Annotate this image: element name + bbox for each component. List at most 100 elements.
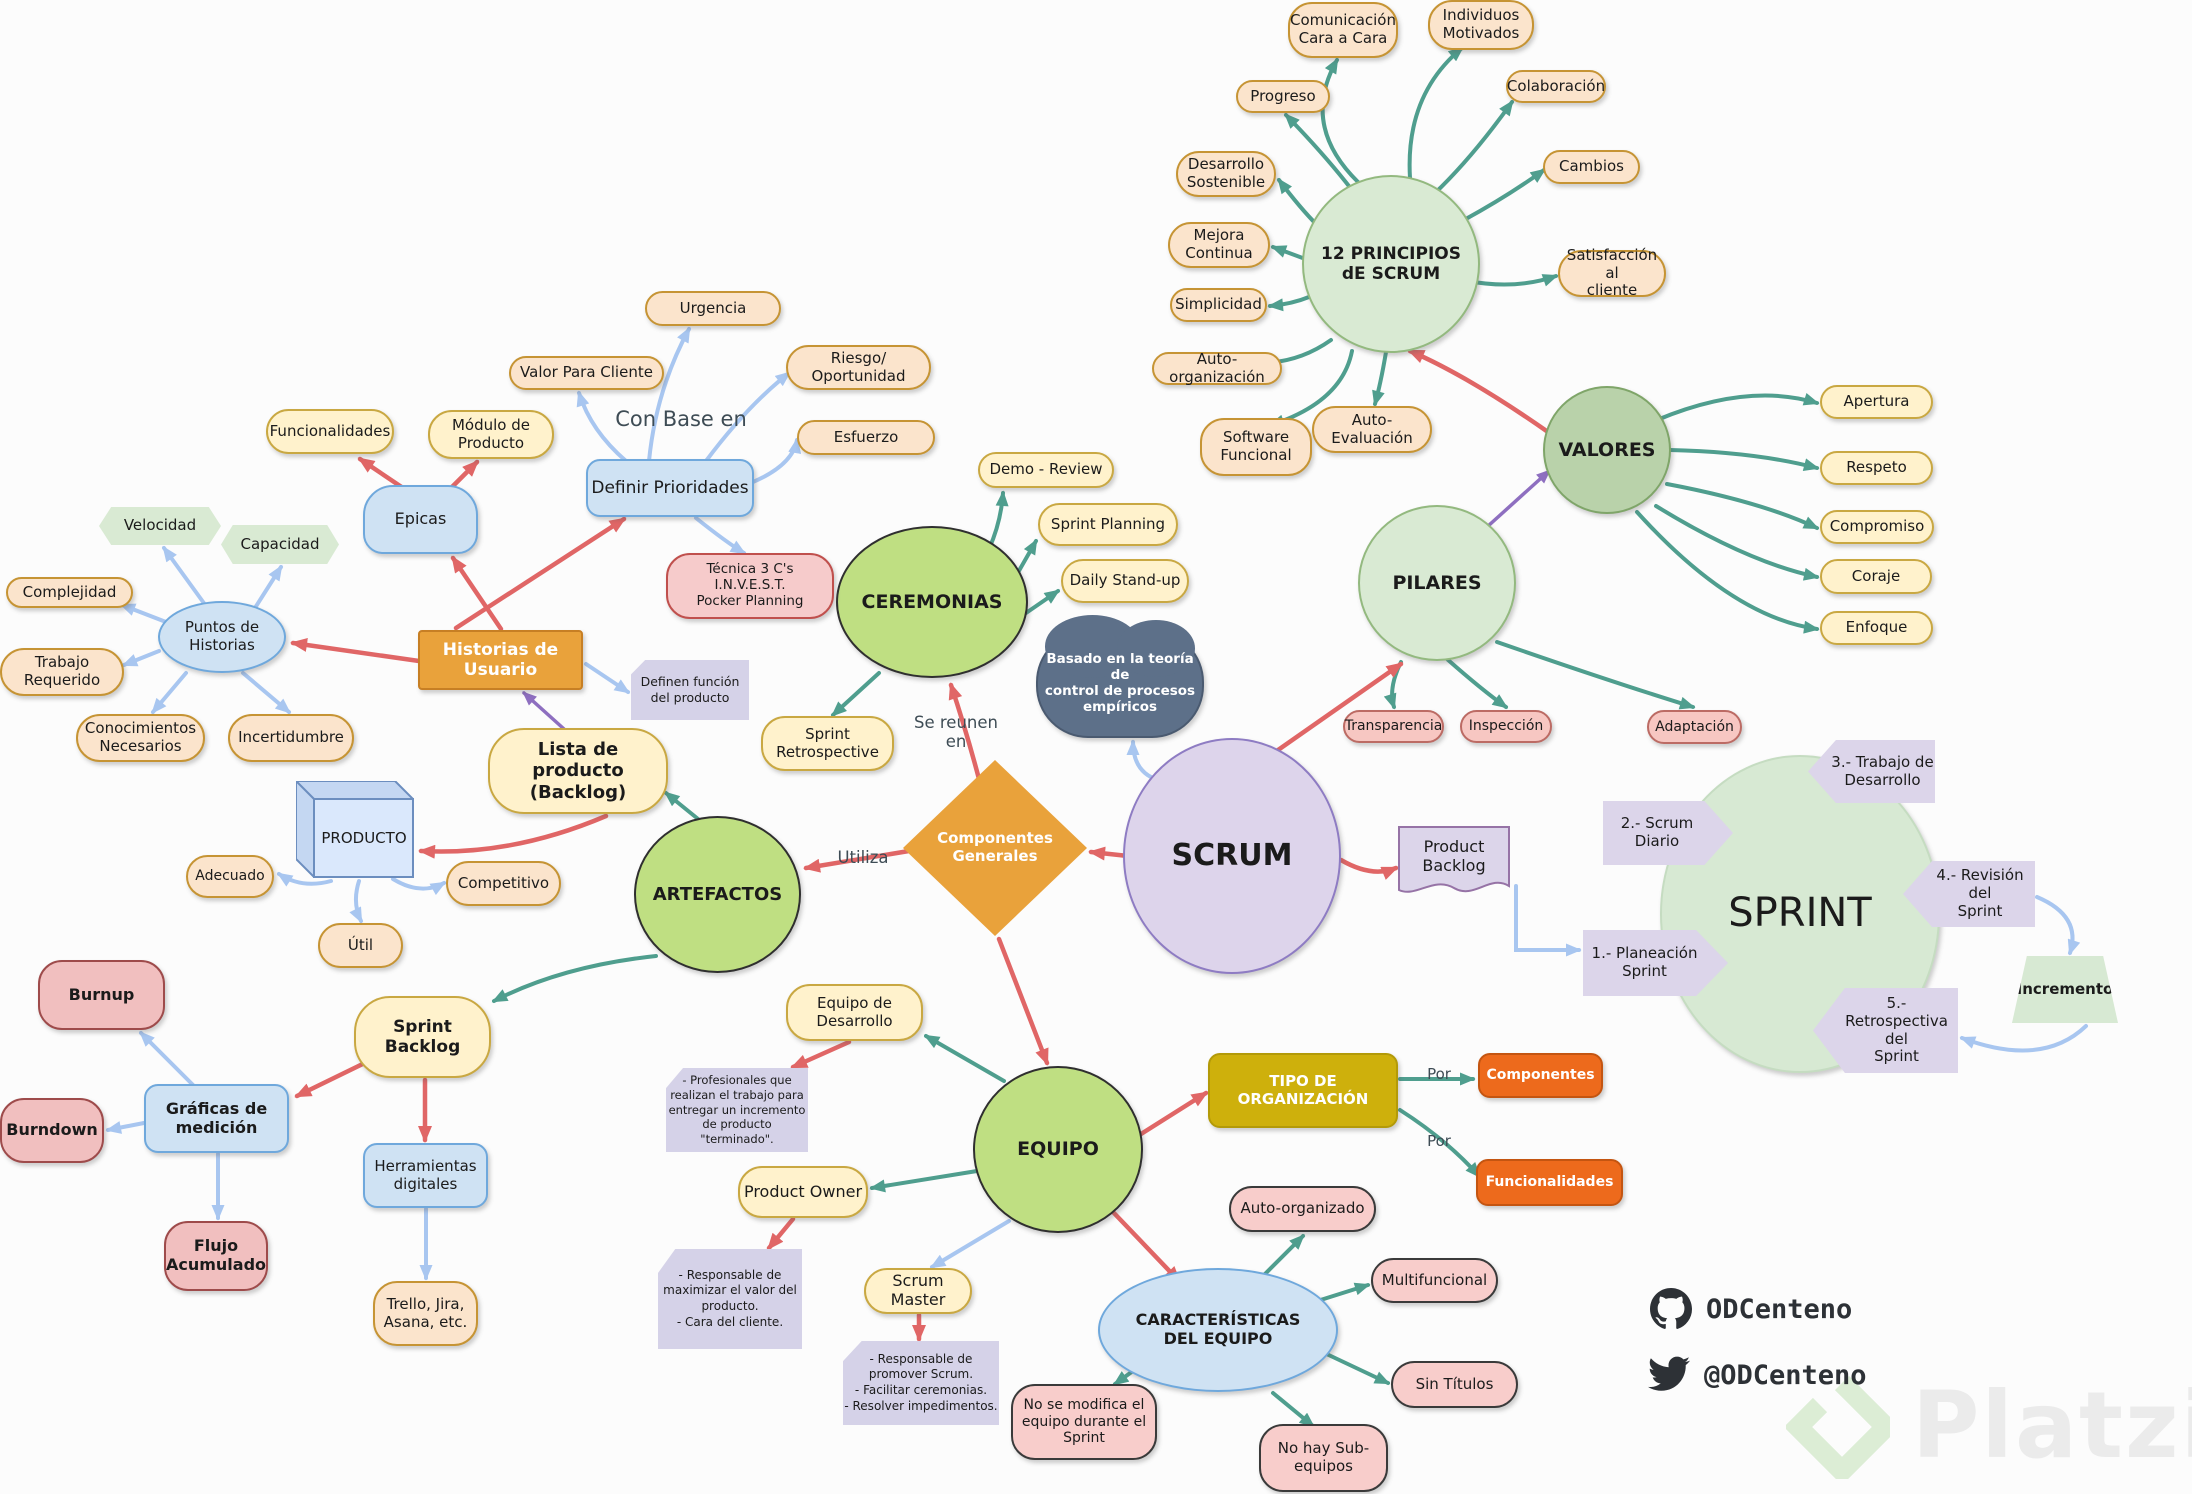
edge-productowner-note: [766, 1216, 796, 1251]
scrum-diario: 2.- Scrum Diario: [1603, 801, 1733, 865]
equipo-de-desarrollo-label: Equipo de Desarrollo: [816, 993, 893, 1030]
edge-principios-autoevaluacion: [1372, 350, 1388, 407]
cube-faces: [296, 781, 414, 878]
edge-valores-respeto: [1668, 448, 1820, 471]
historias-de-usuario: Historias de Usuario: [418, 630, 583, 690]
sprint-retrospective: Sprint Retrospective: [761, 716, 894, 771]
auto-organizado: Auto-organizado: [1229, 1186, 1376, 1232]
riesgo-oportunidad-label: Riesgo/ Oportunidad: [811, 348, 906, 385]
trello-jira-asana-label: Trello, Jira, Asana, etc.: [383, 1294, 468, 1331]
edge-producto-competitivo: [391, 877, 447, 896]
historias-de-usuario-label: Historias de Usuario: [442, 639, 559, 680]
sprint-backlog: Sprint Backlog: [354, 996, 491, 1078]
caracteristicas-equipo-label: CARACTERÍSTICAS DEL EQUIPO: [1135, 1310, 1301, 1348]
simplicidad: Simplicidad: [1170, 288, 1267, 322]
esfuerzo-label: Esfuerzo: [833, 427, 899, 446]
edge-scrum-pilares: [1265, 661, 1404, 760]
trello-jira-asana: Trello, Jira, Asana, etc.: [373, 1281, 478, 1346]
edge-componentes-equipo: [996, 936, 1050, 1066]
compromiso-label: Compromiso: [1829, 517, 1925, 536]
edge-principios-cambios: [1462, 168, 1547, 222]
demo-review: Demo - Review: [978, 452, 1114, 488]
compromiso: Compromiso: [1820, 510, 1934, 544]
conocimientos-necesarios: Conocimientos Necesarios: [76, 714, 205, 762]
edge-historias-definen-note: [584, 662, 631, 694]
tecnica-3cs: Técnica 3 C's I.N.V.E.S.T. Pocker Planni…: [666, 553, 834, 619]
principios-circle: 12 PRINCIPIOS dE SCRUM: [1302, 175, 1480, 353]
comunicacion-cara-a-cara-label: Comunicación Cara a Cara: [1290, 11, 1396, 47]
capacidad-label: Capacidad: [240, 534, 320, 553]
progreso-label: Progreso: [1250, 86, 1316, 105]
con-base-en-label-label: Con Base en: [615, 406, 747, 431]
puntos-de-historias: Puntos de Historias: [158, 601, 286, 673]
burndown-label: Burndown: [6, 1120, 98, 1140]
twitter-icon: [1648, 1356, 1690, 1391]
herramientas-digitales: Herramientas digitales: [363, 1143, 488, 1208]
edge-definir-riesgo: [704, 371, 792, 463]
multifuncional: Multifuncional: [1371, 1258, 1498, 1303]
competitivo: Competitivo: [446, 861, 561, 906]
scrum-master: Scrum Master: [864, 1268, 972, 1314]
equipo-desarrollo-note-label: - Profesionales que realizan el trabajo …: [668, 1072, 806, 1147]
artefactos-circle: ARTEFACTOS: [634, 816, 801, 973]
edge-valores-compromiso: [1665, 482, 1820, 530]
ceremonias-circle: CEREMONIAS: [836, 526, 1028, 678]
comunicacion-cara-a-cara: Comunicación Cara a Cara: [1288, 2, 1398, 58]
product-owner-note: - Responsable de maximizar el valor del …: [658, 1249, 802, 1349]
no-se-modifica-label: No se modifica el equipo durante el Spri…: [1021, 1397, 1147, 1447]
lista-de-producto-label: Lista de producto (Backlog): [529, 739, 627, 803]
edge-caract-autoorganizado: [1261, 1234, 1305, 1278]
github-icon: [1650, 1288, 1692, 1329]
product-owner-label: Product Owner: [743, 1181, 863, 1201]
product-backlog-label: Product Backlog: [1422, 837, 1486, 875]
edge-backlog-planeacion: [1514, 884, 1582, 957]
urgencia: Urgencia: [645, 291, 781, 326]
edge-valores-apertura: [1655, 393, 1820, 422]
flujo-acumulado-label: Flujo Acumulado: [165, 1236, 267, 1274]
burnup: Burnup: [38, 960, 165, 1030]
respeto: Respeto: [1820, 451, 1933, 485]
capacidad: Capacidad: [221, 525, 339, 564]
por-label-1-label: Por: [1427, 1065, 1451, 1084]
edge-eqdesarrollo-note: [790, 1039, 852, 1070]
edge-scrum-componentes: [1088, 846, 1131, 861]
graficas-de-medicion-label: Gráficas de medición: [165, 1098, 268, 1137]
lista-de-producto: Lista de producto (Backlog): [488, 728, 668, 814]
scrum-circle-label: SCRUM: [1171, 838, 1293, 874]
coraje-label: Coraje: [1851, 566, 1901, 585]
complejidad-label: Complejidad: [22, 582, 117, 601]
transparencia-label: Transparencia: [1344, 718, 1443, 735]
enfoque: Enfoque: [1820, 611, 1933, 645]
funcionalidades-pill: Funcionalidades: [1476, 1159, 1623, 1206]
edge-puntos-trabajo: [121, 649, 161, 667]
velocidad: Velocidad: [99, 507, 221, 545]
equipo-desarrollo-note: - Profesionales que realizan el trabajo …: [666, 1068, 808, 1152]
edge-puntos-conocimientos: [151, 671, 188, 714]
retrospectiva-del-sprint: 5.- Retrospectiva del Sprint: [1813, 988, 1958, 1073]
inspeccion: Inspección: [1460, 710, 1552, 743]
edge-valores-enfoque: [1635, 510, 1820, 634]
twitter-handle: @ODCenteno: [1648, 1356, 1867, 1394]
edge-epicas-modulo: [447, 459, 480, 492]
revision-del-sprint: 4.- Revisión del Sprint: [1903, 861, 2035, 927]
definir-prioridades-label: Definir Prioridades: [591, 477, 749, 498]
competitivo-label: Competitivo: [457, 873, 550, 892]
platzi-watermark-text: Platzi: [1912, 1372, 2192, 1479]
product-owner-note-label: - Responsable de maximizar el valor del …: [663, 1267, 797, 1329]
tipo-de-organizacion-label: TIPO DE ORGANIZACIÓN: [1237, 1071, 1369, 1108]
tecnica-3cs-label: Técnica 3 C's I.N.V.E.S.T. Pocker Planni…: [696, 561, 804, 609]
sprint-planning-label: Sprint Planning: [1050, 514, 1166, 533]
valores-circle-label: VALORES: [1558, 438, 1656, 461]
edge-lista-producto: [418, 813, 609, 859]
burnup-label: Burnup: [68, 984, 135, 1004]
auto-organizacion-label: Auto-organización: [1169, 349, 1265, 386]
scrum-master-label: Scrum Master: [890, 1271, 946, 1309]
se-reunen-en-label-label: Se reunen en: [914, 712, 998, 751]
edge-caract-nohaysub: [1271, 1391, 1316, 1428]
progreso: Progreso: [1236, 80, 1330, 113]
apertura-label: Apertura: [1843, 392, 1910, 411]
incertidumbre: Incertidumbre: [228, 714, 354, 762]
modulo-de-producto: Módulo de Producto: [428, 410, 554, 459]
scrum-diario-label: 2.- Scrum Diario: [1620, 814, 1694, 850]
edge-equipo-eqdesarrollo: [923, 1034, 1006, 1083]
